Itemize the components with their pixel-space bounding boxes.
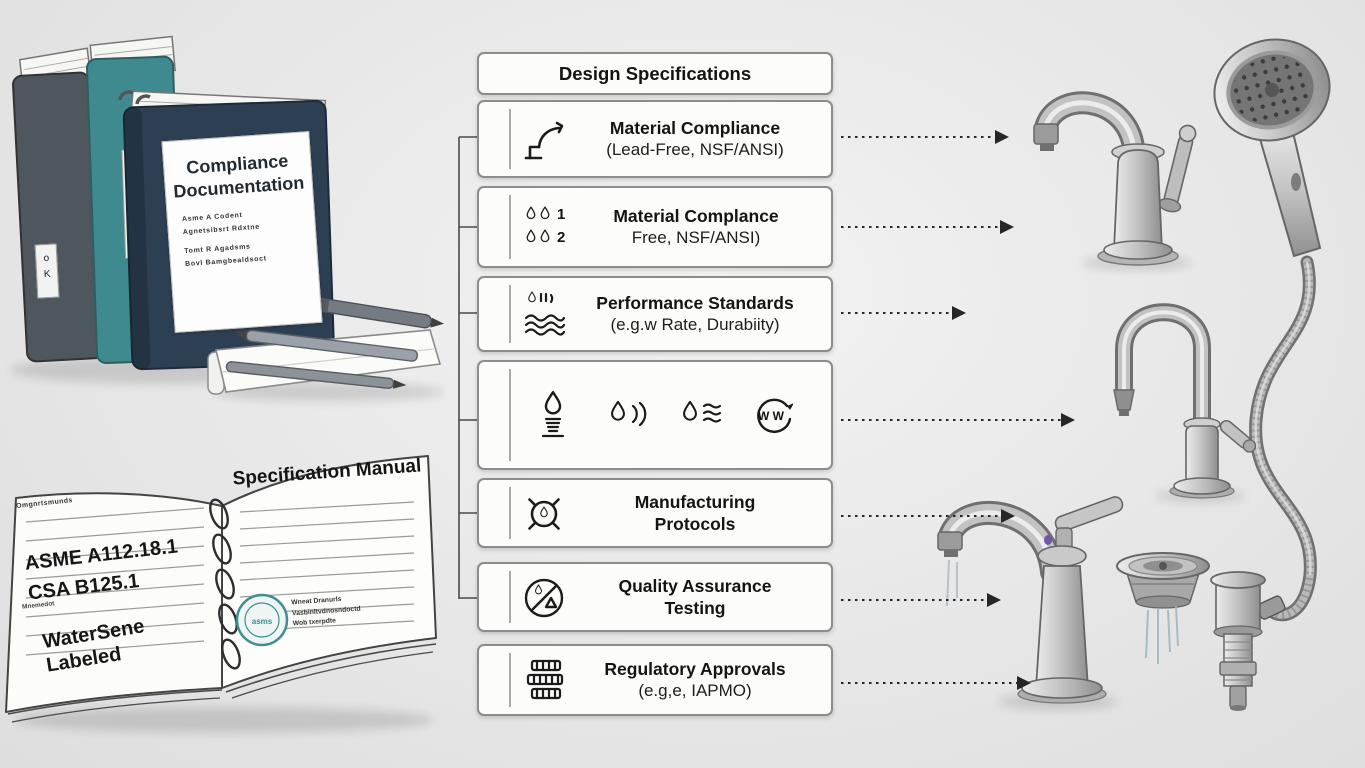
flow-box-icon-row: W W <box>477 360 833 470</box>
gooseneck-handle <box>1219 419 1257 453</box>
gear-icon <box>521 490 567 536</box>
binder-front-label: Compliance Documentation Asme A Codent A… <box>161 131 323 333</box>
svg-text:1: 1 <box>557 206 565 223</box>
flow-box-material-compliance: Material Compliance (Lead-Free, NSF/ANSI… <box>477 100 833 178</box>
documents-stack-icon <box>521 657 567 703</box>
binder-label-small-line: Bovl Bamgbealdsoct <box>184 255 268 269</box>
drain-tailpiece-illustration <box>1210 571 1266 711</box>
box-title: Material Complance <box>613 205 779 226</box>
box-subtitle: Free, NSF/ANSI) <box>631 228 761 248</box>
box-title-line2: Testing <box>664 598 726 618</box>
quality-scale-icon <box>521 574 567 620</box>
faucet-top-illustration <box>1033 91 1197 266</box>
box-title: Performance Standards <box>596 292 794 313</box>
recycle-ww-icon: W W <box>757 398 793 433</box>
pen-1 <box>234 329 419 362</box>
specification-manual-illustration: asms <box>5 455 437 723</box>
box-title: Regulatory Approvals <box>604 658 786 679</box>
droplet-flow-icon <box>611 400 647 427</box>
binder-side-tab: o K <box>34 243 60 299</box>
flow-header-box: Design Specifications <box>477 52 833 95</box>
handheld-shower-illustration <box>1213 38 1331 622</box>
box-title: Material Compliance <box>609 117 781 138</box>
icon-row: W W <box>531 390 793 440</box>
divider <box>509 487 511 539</box>
water-drips <box>1145 605 1179 664</box>
box-subtitle: (Lead-Free, NSF/ANSI) <box>606 140 784 160</box>
svg-text:2: 2 <box>557 229 565 246</box>
droplet-wave-icon <box>683 400 721 423</box>
divider <box>509 285 511 343</box>
svg-text:W W: W W <box>758 409 785 423</box>
box-title-line2: Protocols <box>654 514 736 534</box>
binder-side-tab-text: o K <box>43 252 51 281</box>
certification-stamp: asms <box>235 593 289 647</box>
faucet-bottom-lever <box>1054 496 1124 532</box>
flow-box-performance-standards: Performance Standards (e.g.w Rate, Durab… <box>477 276 833 352</box>
binder-label-small-line: Agnetsibsrt Rdxtne <box>182 223 261 237</box>
flow-box-material-complance: 1 2 Material Complance Free, NSF/ANSI) <box>477 186 833 268</box>
box-subtitle: (e.g.w Rate, Durabiity) <box>610 315 780 335</box>
manual-stamp-note: Wneat Dranurls Vasbinltvdnosndoctd Wob t… <box>291 594 362 630</box>
box-title: Manufacturing <box>634 491 756 512</box>
gooseneck-faucet-illustration <box>1113 303 1257 499</box>
divider <box>509 571 511 623</box>
arrowheads <box>952 130 1075 690</box>
flow-header-title: Design Specifications <box>558 62 752 84</box>
pen-2 <box>225 361 407 389</box>
divider <box>509 195 511 259</box>
divider <box>509 653 511 707</box>
faucet-bottom-illustration <box>937 496 1124 704</box>
divider <box>509 369 511 461</box>
spiral-binding <box>209 498 241 670</box>
box-title: Quality Assurance <box>618 575 772 596</box>
flow-box-quality-assurance: Quality Assurance Testing <box>477 562 833 632</box>
flow-box-regulatory-approvals: Regulatory Approvals (e.g,e, IAPMO) <box>477 644 833 716</box>
droplet-valve-icon <box>541 390 565 438</box>
faucet-icon <box>521 116 567 162</box>
divider <box>509 109 511 169</box>
faucet-top-handle <box>1158 124 1197 213</box>
box-subtitle: (e.g,e, IAPMO) <box>638 681 752 701</box>
dotted-arrows <box>841 130 1075 690</box>
flow-connector-lines <box>458 136 477 599</box>
svg-text:asms: asms <box>252 617 273 626</box>
drain-strainer-illustration <box>1116 552 1210 664</box>
paper-and-pens-illustration <box>207 297 445 395</box>
purple-dot <box>1044 535 1052 545</box>
droplet-count-icon: 1 2 <box>521 204 569 250</box>
flow-waves-icon <box>521 291 567 337</box>
flow-box-manufacturing-protocols: Manufacturing Protocols <box>477 478 833 548</box>
